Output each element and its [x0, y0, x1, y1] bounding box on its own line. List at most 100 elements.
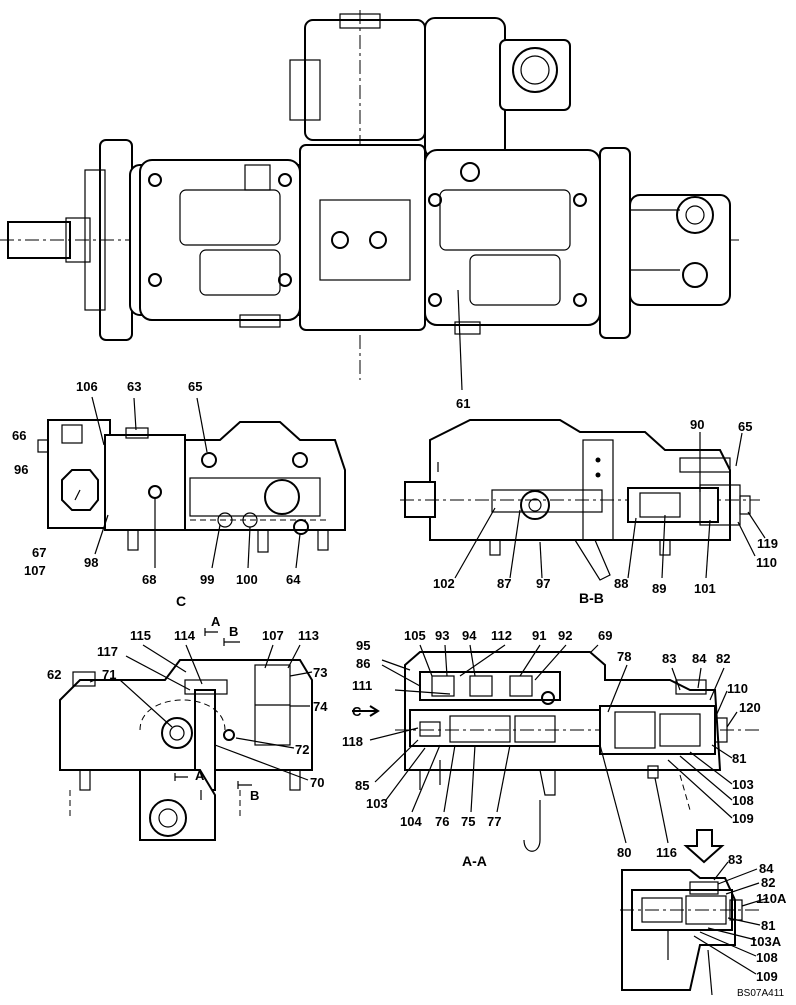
leader-94 [469, 644, 476, 677]
leader-77 [496, 744, 511, 813]
part-label-99: 99 [200, 572, 214, 587]
part-label-110b: 110 [727, 681, 748, 696]
cut-mark-b-top: B [229, 624, 238, 639]
leader-70 [214, 744, 309, 781]
part-label-87: 87 [497, 576, 511, 591]
part-label-117: 117 [97, 644, 118, 659]
part-label-93: 93 [435, 628, 449, 643]
leader-75 [470, 744, 476, 813]
part-label-78: 78 [617, 649, 631, 664]
leader-82 [709, 667, 725, 701]
part-label-105: 105 [404, 628, 426, 643]
part-label-76: 76 [435, 814, 449, 829]
part-label-85: 85 [355, 778, 369, 793]
part-label-110a: 110A [756, 891, 787, 906]
leader-89 [661, 514, 666, 579]
leader-115 [142, 644, 187, 673]
leader-101 [705, 519, 711, 579]
part-label-113: 113 [298, 628, 319, 643]
leader-64 [295, 533, 301, 569]
leader-67 [74, 489, 81, 501]
part-label-71: 71 [102, 667, 116, 682]
part-label-69: 69 [598, 628, 612, 643]
part-label-114: 114 [174, 628, 196, 643]
part-label-92: 92 [558, 628, 572, 643]
part-label-110: 110 [756, 555, 777, 570]
part-label-70: 70 [310, 775, 324, 790]
part-label-83b: 83 [728, 852, 742, 867]
view-aa-title: A-A [462, 853, 487, 869]
part-label-74: 74 [313, 699, 328, 714]
leader-119 [747, 511, 766, 539]
part-label-82b: 82 [761, 875, 775, 890]
leader-86 [381, 664, 421, 687]
leader-102 [454, 507, 496, 579]
leader-117 [125, 655, 191, 691]
part-label-80: 80 [617, 845, 631, 860]
leader-65b [735, 432, 743, 467]
part-label-103b: 103 [366, 796, 388, 811]
cut-mark-b-bottom: B [250, 788, 259, 803]
part-label-101: 101 [694, 581, 716, 596]
leader-100 [247, 526, 251, 569]
leader-106 [91, 396, 105, 446]
part-label-86: 86 [356, 656, 370, 671]
part-label-84: 84 [692, 651, 707, 666]
part-label-95: 95 [356, 638, 370, 653]
leader-71 [119, 679, 173, 728]
view-c-arrow-label: C [352, 704, 362, 719]
part-label-97: 97 [536, 576, 550, 591]
leader-83b [713, 861, 729, 881]
leader-112 [459, 644, 506, 677]
view-bb-drawing [400, 419, 760, 581]
part-label-63: 63 [127, 379, 141, 394]
part-label-108: 108 [732, 793, 754, 808]
part-label-89: 89 [652, 581, 666, 596]
part-label-107: 107 [24, 563, 46, 578]
leader-65a [196, 397, 208, 453]
part-label-84b: 84 [759, 861, 774, 876]
leader-104 [411, 744, 441, 813]
part-label-107b: 107 [262, 628, 284, 643]
part-label-116: 116 [656, 845, 677, 860]
leader-73 [289, 671, 313, 677]
part-label-83: 83 [662, 651, 676, 666]
pump-assembly-drawing [0, 10, 740, 380]
leader-111 [394, 689, 451, 695]
part-label-100: 100 [236, 572, 258, 587]
view-bb-title: B-B [579, 590, 604, 606]
leader-91 [519, 644, 541, 677]
leader-120 [726, 711, 738, 728]
left-section-drawing [59, 628, 313, 841]
part-label-88: 88 [614, 576, 628, 591]
part-label-94: 94 [462, 628, 477, 643]
leader-114 [185, 644, 203, 685]
part-label-109b: 109 [756, 969, 778, 984]
detail-arrow-icon [683, 829, 725, 864]
leader-63 [133, 397, 137, 431]
part-label-81: 81 [732, 751, 746, 766]
leader-95 [381, 659, 411, 671]
part-label-112: 112 [491, 628, 512, 643]
leader-103c [707, 927, 757, 941]
part-label-61: 61 [456, 396, 470, 411]
view-c-title: C [176, 593, 186, 609]
view-aa-drawing [395, 651, 760, 852]
leader-116 [654, 777, 669, 844]
leader-81b [727, 917, 761, 926]
leader-81 [711, 744, 733, 759]
cut-mark-a-top: A [211, 614, 221, 629]
leader-80 [599, 744, 627, 844]
part-label-102: 102 [433, 576, 455, 591]
leader-108 [679, 755, 733, 801]
leader-103a [689, 751, 733, 785]
leader-93 [444, 644, 448, 677]
leader-107b [264, 644, 274, 669]
part-label-109: 109 [732, 811, 754, 826]
part-label-64: 64 [286, 572, 301, 587]
leader-99 [211, 524, 221, 569]
part-label-62: 62 [47, 667, 61, 682]
leader-105 [419, 644, 433, 677]
part-label-104: 104 [400, 814, 422, 829]
leader-62 [89, 679, 96, 683]
